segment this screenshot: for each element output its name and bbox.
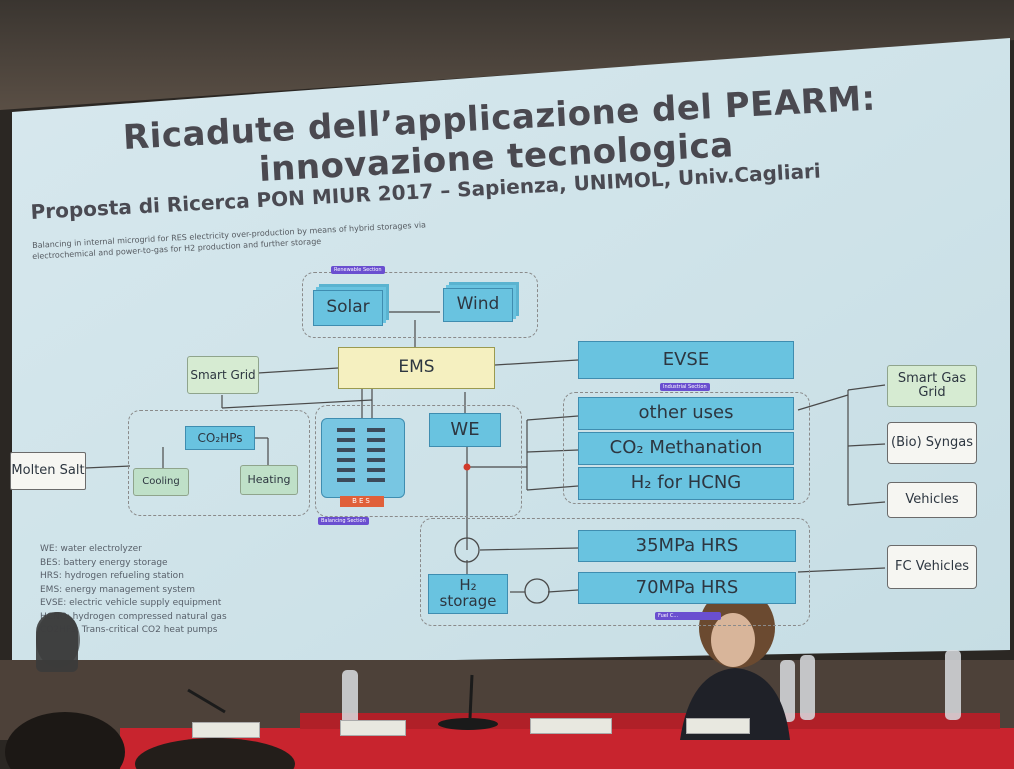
bes-label: BES xyxy=(340,496,384,507)
name-plate xyxy=(192,722,260,738)
balancing-section-label: Balancing Section xyxy=(318,517,369,525)
name-plate xyxy=(686,718,750,734)
legend-item: BES: battery energy storage xyxy=(40,557,168,568)
legend-item: EVSE: electric vehicle supply equipment xyxy=(40,598,222,608)
co2-methanation-box: CO₂ Methanation xyxy=(578,432,794,465)
heating-box: Heating xyxy=(240,465,298,495)
name-plate xyxy=(340,720,406,736)
projection-screen xyxy=(12,38,1010,668)
audience-head-foreground xyxy=(36,612,78,672)
industrial-section-frame xyxy=(563,392,810,504)
bes-battery-stack xyxy=(321,418,405,498)
ceiling xyxy=(0,0,1014,110)
microphone xyxy=(468,674,474,719)
fuel-section-frame xyxy=(420,518,810,626)
vehicles-box: Vehicles xyxy=(887,482,977,518)
we-box: WE xyxy=(429,413,501,447)
water-bottle xyxy=(780,660,795,722)
cooling-box: Cooling xyxy=(133,468,189,496)
legend-item: HRS: hydrogen refueling station xyxy=(40,571,184,581)
compressor-icon xyxy=(524,578,550,604)
solar-box: Solar xyxy=(313,290,383,326)
audience-head xyxy=(135,738,295,769)
industrial-section-label: Industrial Section xyxy=(660,383,710,391)
wind-box: Wind xyxy=(443,288,513,322)
legend-item: CO2HPs: Trans-critical CO2 heat pumps xyxy=(40,625,218,635)
ems-box: EMS xyxy=(338,347,495,389)
evse-box: EVSE xyxy=(578,341,794,379)
hrs-70mpa-box: 70MPa HRS xyxy=(578,572,796,604)
water-bottle xyxy=(945,650,961,720)
legend-item: WE: water electrolyzer xyxy=(40,544,142,554)
water-bottle xyxy=(800,655,815,720)
battery-stack-icon xyxy=(337,428,385,482)
renewable-section-label: Renewable Section xyxy=(331,266,385,274)
fc-vehicles-box: FC Vehicles xyxy=(887,545,977,589)
name-plate xyxy=(530,718,612,734)
water-bottle xyxy=(342,670,358,725)
bio-syngas-box: (Bio) Syngas xyxy=(887,422,977,464)
h2-storage-box: H₂ storage xyxy=(428,574,508,614)
legend-item: EMS: energy management system xyxy=(40,584,195,595)
smart-gas-grid-box: Smart Gas Grid xyxy=(887,365,977,407)
co2hps-box: CO₂HPs xyxy=(185,426,255,450)
fuel-section-label: Fuel C... xyxy=(655,612,721,620)
legend: WE: water electrolyzer BES: battery ener… xyxy=(40,543,227,638)
smart-grid-box: Smart Grid xyxy=(187,356,259,394)
renewable-section-frame xyxy=(302,272,538,338)
h2-hcng-box: H₂ for HCNG xyxy=(578,467,794,500)
co2hp-frame xyxy=(128,410,310,516)
microphone xyxy=(187,688,226,714)
other-uses-box: other uses xyxy=(578,397,794,430)
legend-item: HCNG: hydrogen compressed natural gas xyxy=(40,611,227,622)
audience-head xyxy=(5,712,125,769)
molten-salt-box: Molten Salt xyxy=(10,452,86,490)
balancing-section-frame xyxy=(315,405,522,517)
hrs-35mpa-box: 35MPa HRS xyxy=(578,530,796,562)
speaker-face xyxy=(711,613,755,667)
compressor-icon xyxy=(454,537,480,563)
